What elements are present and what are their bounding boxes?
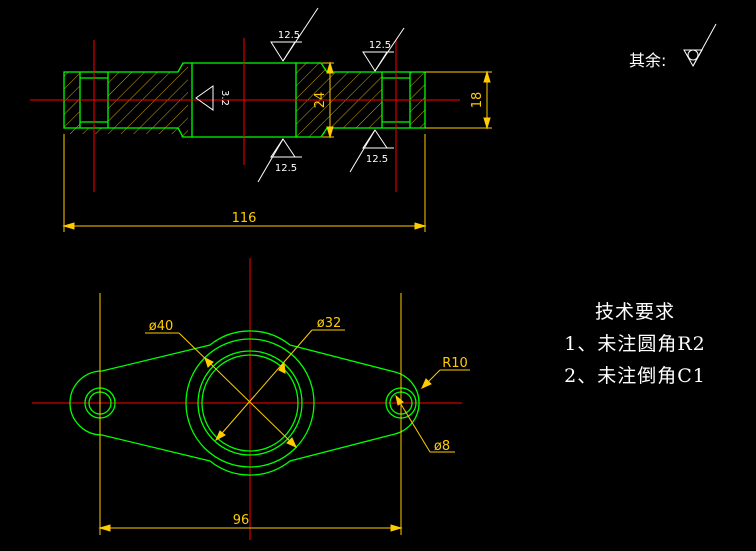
tech-notes-title: 技术要求 bbox=[594, 301, 675, 323]
dim-center-distance-text: 96 bbox=[233, 513, 250, 528]
roughness-top-a bbox=[270, 7, 319, 62]
dim-bore-height bbox=[322, 61, 334, 139]
dim-inner-dia-text: ø32 bbox=[317, 316, 342, 331]
roughness-bottom-a bbox=[257, 138, 302, 183]
technical-requirements: 技术要求 1、未注圆角R2 2、未注倒角C1 bbox=[520, 296, 750, 392]
dim-end-height bbox=[425, 70, 492, 130]
dim-end-radius-text: R10 bbox=[442, 356, 468, 371]
dim-center-distance bbox=[98, 293, 403, 535]
dim-hole-dia bbox=[395, 394, 455, 453]
dim-overall-length-text: 116 bbox=[232, 211, 257, 226]
dim-bore-height-text: 24 bbox=[313, 92, 328, 109]
roughness-top-b-text: 12.5 bbox=[369, 40, 391, 51]
tech-note-item: 2、未注倒角C1 bbox=[564, 365, 706, 387]
other-surfaces-label: 其余: bbox=[629, 51, 667, 70]
dim-outer-dia bbox=[145, 332, 297, 448]
dim-end-radius bbox=[421, 369, 470, 389]
dim-inner-dia bbox=[214, 329, 345, 442]
roughness-bottom-b-text: 12.5 bbox=[366, 154, 388, 165]
roughness-bore-text: 3.2 bbox=[219, 90, 230, 106]
roughness-top-b bbox=[362, 27, 405, 72]
roughness-bore bbox=[195, 85, 214, 111]
section-centerlines bbox=[30, 38, 460, 192]
other-surfaces-roughness-icon bbox=[683, 23, 717, 68]
roughness-top-a-text: 12.5 bbox=[278, 30, 300, 41]
dim-end-height-text: 18 bbox=[470, 92, 485, 109]
dim-outer-dia-text: ø40 bbox=[149, 319, 174, 334]
dim-hole-dia-text: ø8 bbox=[434, 439, 450, 454]
dim-overall-length bbox=[62, 134, 427, 232]
roughness-bottom-a-text: 12.5 bbox=[275, 163, 297, 174]
plan-view: ø40 ø32 R10 ø8 bbox=[32, 258, 470, 540]
section-view: 116 24 18 12.5 bbox=[30, 7, 492, 232]
tech-note-item: 1、未注圆角R2 bbox=[564, 333, 706, 355]
roughness-bottom-b bbox=[349, 129, 394, 173]
